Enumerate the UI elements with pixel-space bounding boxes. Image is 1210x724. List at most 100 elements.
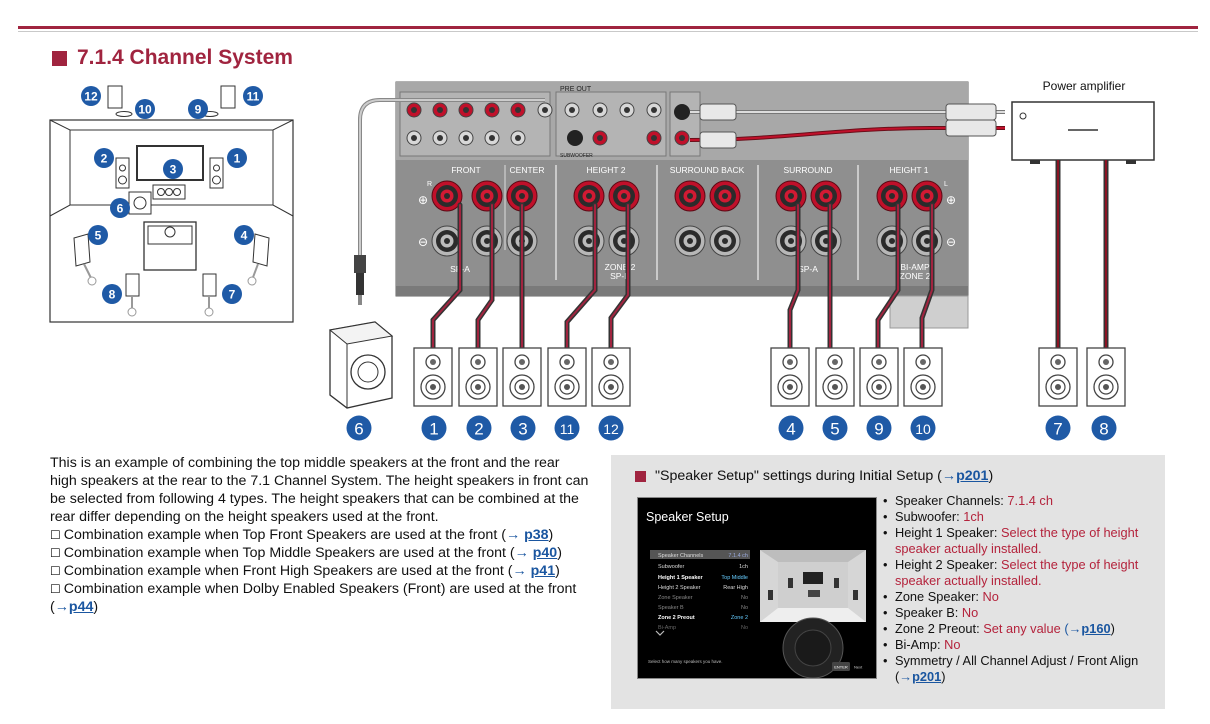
speaker-badge-4: 4 — [778, 415, 804, 441]
setting-item: •Symmetry / All Channel Adjust / Front A… — [883, 653, 1139, 684]
speaker-badge-9: 9 — [866, 415, 892, 441]
speaker-badge-11: 11 — [554, 415, 580, 441]
speaker-badge-7: 7 — [1045, 415, 1071, 441]
svg-text:7: 7 — [1053, 420, 1062, 439]
link-p40[interactable]: p40 — [532, 545, 558, 561]
svg-text:Next: Next — [854, 665, 863, 670]
setting-item: •Height 1 Speaker: Select the type of he… — [883, 525, 1139, 556]
combination-item: ☐Combination example when Front High Spe… — [50, 563, 560, 579]
room-layout — [49, 85, 294, 323]
svg-text:L: L — [944, 181, 948, 188]
svg-text:PRE OUT: PRE OUT — [560, 86, 592, 93]
link-p201-settings[interactable]: p201 — [912, 669, 942, 684]
setting-item: •Zone Speaker: No — [883, 589, 999, 604]
svg-text:Speaker B: Speaker B — [658, 605, 684, 611]
setting-item: •Speaker Channels: 7.1.4 ch — [883, 493, 1053, 508]
setting-item: •Speaker B: No — [883, 605, 979, 620]
room-badge-7: 7 — [222, 284, 242, 304]
setting-item: •Zone 2 Preout: Set any value (→p160) — [883, 621, 1115, 636]
speaker-badge-6: 6 — [346, 415, 372, 441]
svg-text:3: 3 — [518, 420, 527, 439]
link-p201[interactable]: p201 — [956, 468, 989, 484]
connection-diagram: 12 10 9 11 2 3 1 6 5 4 8 7 — [49, 79, 1155, 441]
room-badge-12: 12 — [81, 86, 101, 106]
svg-text:No: No — [741, 595, 748, 601]
svg-text:⊖: ⊖ — [418, 235, 428, 249]
link-p44[interactable]: p44 — [68, 599, 94, 615]
svg-text:No: No — [741, 625, 748, 631]
panel-square-icon — [635, 470, 646, 482]
svg-text:4: 4 — [241, 229, 248, 243]
room-badge-2: 2 — [94, 148, 114, 168]
svg-text:SP-A: SP-A — [798, 264, 818, 274]
combination-item: ☐Combination example when Top Middle Spe… — [50, 545, 562, 561]
room-badge-6: 6 — [110, 198, 130, 218]
speaker-badge-2: 2 — [466, 415, 492, 441]
room-badge-11: 11 — [243, 86, 263, 106]
svg-text:1ch: 1ch — [739, 564, 748, 570]
speaker-badge-12: 12 — [598, 415, 624, 441]
setting-item: •Bi-Amp: No — [883, 637, 961, 652]
svg-text:8: 8 — [1099, 420, 1108, 439]
power-amplifier-label: Power amplifier — [1043, 79, 1126, 93]
room-badge-5: 5 — [88, 225, 108, 245]
subwoofer-graphic — [328, 321, 394, 409]
room-badge-8: 8 — [102, 284, 122, 304]
svg-text:⊖: ⊖ — [946, 235, 956, 249]
svg-text:SURROUND: SURROUND — [783, 165, 832, 175]
title-square-icon — [52, 50, 67, 66]
svg-text:FRONT: FRONT — [451, 165, 480, 175]
svg-text:12: 12 — [603, 421, 619, 437]
svg-text:7: 7 — [229, 288, 236, 302]
svg-text:12: 12 — [84, 90, 98, 104]
room-badge-9: 9 — [188, 99, 208, 119]
link-p41[interactable]: p41 — [530, 563, 556, 579]
description-intro: This is an example of combining the top … — [50, 455, 589, 525]
speaker-badge-1: 1 — [421, 415, 447, 441]
speaker-badge-10: 10 — [910, 415, 936, 441]
svg-text:7.1.4 ch: 7.1.4 ch — [728, 553, 748, 559]
svg-text:Zone 2 Preout: Zone 2 Preout — [658, 615, 695, 621]
checkbox-icon: ☐ — [50, 582, 61, 596]
svg-text:Speaker Channels: Speaker Channels — [658, 553, 704, 559]
svg-text:Height 1 Speaker: Height 1 Speaker — [658, 575, 703, 581]
svg-text:HEIGHT 2: HEIGHT 2 — [586, 165, 625, 175]
svg-text:Select how many speakers you h: Select how many speakers you have. — [648, 659, 723, 664]
svg-text:No: No — [741, 605, 748, 611]
svg-text:6: 6 — [354, 420, 363, 439]
svg-text:8: 8 — [109, 288, 116, 302]
svg-text:5: 5 — [95, 229, 102, 243]
svg-text:Height 2 Speaker: Height 2 Speaker — [658, 585, 701, 591]
svg-text:Bi-Amp: Bi-Amp — [658, 625, 676, 631]
svg-text:10: 10 — [915, 421, 931, 437]
speaker-badge-5: 5 — [822, 415, 848, 441]
speaker-graphics — [413, 347, 1126, 407]
combination-item: ☐Combination example when Dolby Enabled … — [50, 581, 577, 615]
svg-text:ZONE 2SP-B: ZONE 2SP-B — [605, 262, 636, 281]
svg-text:Top Middle: Top Middle — [721, 575, 748, 581]
top-rule-thin — [18, 31, 1198, 32]
svg-text:SUBWOOFER: SUBWOOFER — [560, 153, 593, 159]
svg-text:3: 3 — [170, 163, 177, 177]
svg-text:⊕: ⊕ — [418, 193, 428, 207]
speaker-setup-panel: "Speaker Setup" settings during Initial … — [611, 455, 1165, 709]
svg-text:9: 9 — [195, 103, 202, 117]
settings-list: •Speaker Channels: 7.1.4 ch •Subwoofer: … — [883, 493, 1153, 685]
svg-text:10: 10 — [138, 103, 152, 117]
speaker-setup-screenshot: Speaker Setup Speaker Channels 7.1.4 ch … — [637, 497, 877, 679]
svg-text:2: 2 — [101, 152, 108, 166]
svg-text:4: 4 — [786, 420, 795, 439]
enter-key: ENTER — [834, 665, 848, 670]
link-p160[interactable]: p160 — [1081, 621, 1111, 636]
av-receiver-back-panel: PRE OUT SUBWOOFER FRONT CENTER HEIGHT 2 … — [395, 81, 969, 329]
combination-item: ☐Combination example when Top Front Spea… — [50, 527, 554, 543]
svg-text:R: R — [427, 181, 432, 188]
svg-text:Zone Speaker: Zone Speaker — [658, 595, 693, 601]
svg-text:9: 9 — [874, 420, 883, 439]
screen-title: Speaker Setup — [646, 510, 729, 524]
svg-text:1: 1 — [429, 420, 438, 439]
svg-text:⊕: ⊕ — [946, 193, 956, 207]
checkbox-icon: ☐ — [50, 546, 61, 560]
link-p38[interactable]: p38 — [524, 527, 549, 543]
